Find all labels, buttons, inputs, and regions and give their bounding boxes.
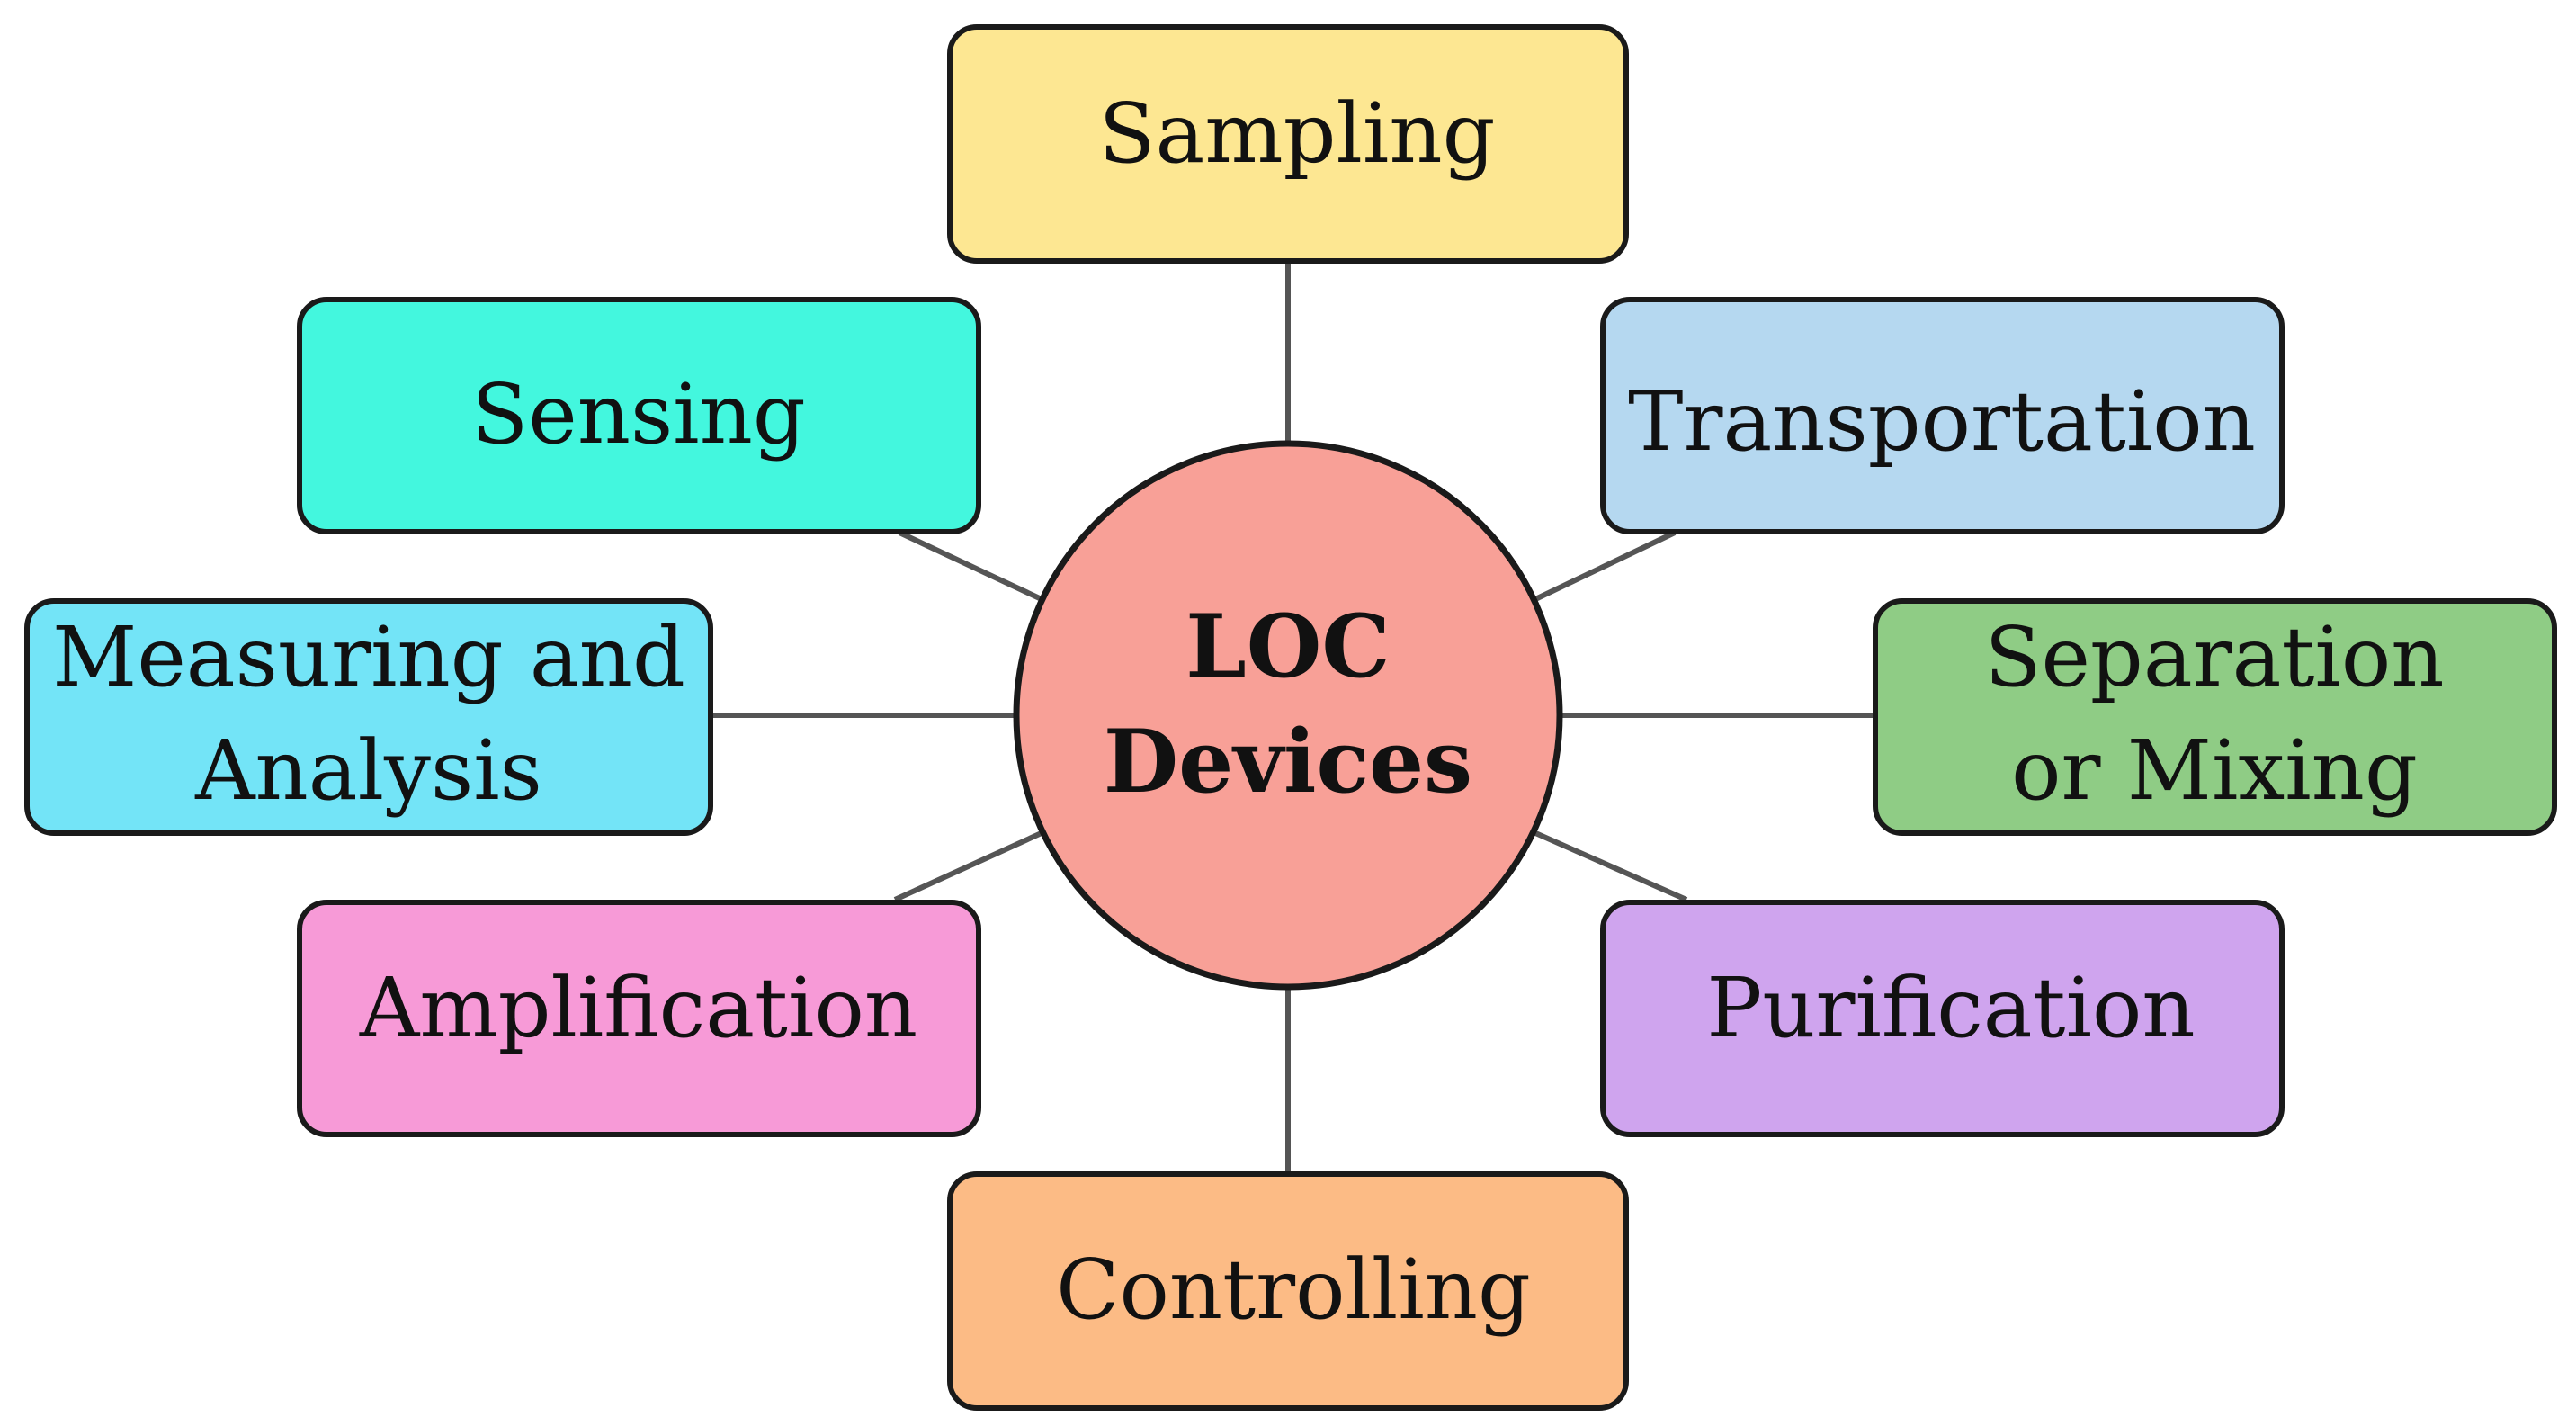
- node-separation-label-line2: or Mixing: [2011, 722, 2418, 819]
- node-sensing-label: Sensing: [471, 366, 806, 462]
- node-purification: Purification: [1600, 900, 2285, 1137]
- node-sampling-box: [947, 24, 1629, 264]
- node-amplification-label: Amplification: [359, 960, 917, 1056]
- node-purification-label: Purification: [1706, 960, 2195, 1056]
- center-node: LOC Devices: [1013, 440, 1563, 991]
- node-measuring-analysis: Measuring and Analysis: [24, 598, 713, 836]
- node-measuring-label-line1: Measuring and: [52, 609, 685, 705]
- node-sensing-box: [297, 297, 981, 534]
- node-transportation-box: [1600, 297, 2285, 534]
- node-controlling-box: [947, 1171, 1629, 1411]
- node-transportation-label: Transportation: [1628, 373, 2256, 470]
- node-sampling-label: Sampling: [1099, 85, 1496, 182]
- connector-sensing: [898, 530, 1045, 603]
- node-amplification: Amplification: [297, 900, 981, 1137]
- node-controlling: Controlling: [947, 1171, 1629, 1411]
- connector-transportation: [1532, 530, 1677, 603]
- node-separation-label-line1: Separation: [1984, 609, 2444, 705]
- node-amplification-box: [297, 900, 981, 1137]
- node-sampling: Sampling: [947, 24, 1629, 264]
- node-measuring-box: [24, 598, 713, 836]
- node-purification-box: [1600, 900, 2285, 1137]
- node-separation-box: [1873, 598, 2557, 836]
- connectors: [711, 261, 1875, 1174]
- node-sensing: Sensing: [297, 297, 981, 534]
- center-circle: [1013, 440, 1563, 991]
- center-label-line1: LOC: [1185, 596, 1391, 697]
- connector-purification: [1532, 830, 1688, 902]
- node-controlling-label: Controlling: [1056, 1242, 1531, 1338]
- node-transportation: Transportation: [1600, 297, 2285, 534]
- center-label-line2: Devices: [1104, 711, 1472, 812]
- connector-amplification: [893, 830, 1045, 902]
- node-separation-mixing: Separation or Mixing: [1873, 598, 2557, 836]
- node-measuring-label-line2: Analysis: [194, 722, 542, 819]
